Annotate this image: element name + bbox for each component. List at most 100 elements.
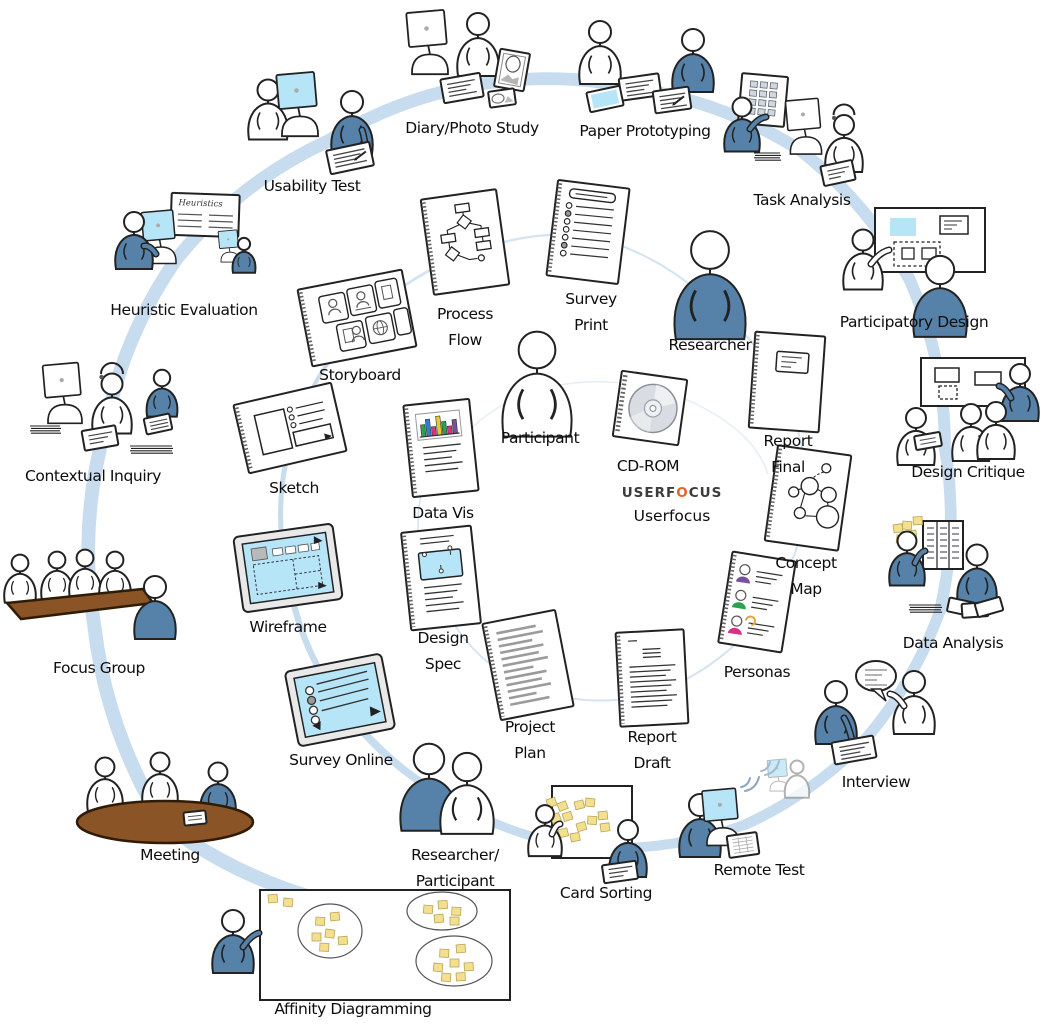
sticky-note-icon	[315, 916, 326, 927]
report-final-label: Final	[771, 458, 805, 476]
paper-prototyping-label: Paper Prototyping	[579, 122, 710, 140]
paper-stack-icon	[130, 445, 173, 454]
process-flow-label: Flow	[448, 331, 483, 349]
imac-icon	[275, 71, 319, 138]
apple-logo-icon	[717, 802, 722, 807]
speech-bubble-icon	[855, 660, 897, 702]
node-focus-group	[3, 548, 177, 640]
sticky-note-icon	[573, 799, 586, 811]
report-final-label: Report	[764, 432, 813, 450]
sticky-note-icon	[449, 916, 460, 926]
sticky-note-icon	[449, 958, 460, 968]
node-report-draft	[614, 628, 690, 728]
usability-test-label: Usability Test	[264, 177, 361, 195]
interview-label: Interview	[842, 773, 911, 791]
headset-icon	[99, 374, 104, 380]
diary-photo-study-label: Diary/Photo Study	[405, 119, 539, 137]
paper-stack-icon	[909, 604, 942, 613]
node-personas	[717, 550, 797, 654]
paper-stack-icon	[30, 425, 61, 434]
meeting-label: Meeting	[140, 846, 200, 864]
node-diary-photo-study	[405, 9, 531, 109]
survey-print-label: Survey	[565, 290, 617, 308]
userfocus-wordmark: USERFOCUS	[622, 485, 723, 501]
imac-icon	[217, 229, 240, 263]
apple-logo-icon	[227, 238, 230, 241]
sticky-note-icon	[282, 897, 294, 908]
data-analysis-label: Data Analysis	[903, 634, 1004, 652]
node-wireframe	[232, 523, 344, 613]
researcher-participant-label: Researcher/	[411, 846, 500, 864]
apple-logo-icon	[156, 223, 160, 228]
participatory-design-label: Participatory Design	[840, 313, 989, 331]
node-project-plan	[481, 609, 575, 721]
sticky-note-icon	[267, 893, 279, 904]
node-storyboard	[296, 268, 418, 368]
sticky-note-icon	[912, 515, 923, 526]
sticky-note-icon	[455, 972, 466, 982]
sticky-note-icon	[455, 943, 467, 954]
node-researcher-participant	[399, 742, 495, 835]
sticky-note-icon	[433, 913, 445, 924]
researcher-participant-label: Participant	[416, 872, 495, 890]
wifi-icon	[740, 776, 760, 792]
sticky-note-icon	[556, 800, 569, 812]
design-spec-label: Spec	[425, 655, 461, 673]
imac-icon	[41, 361, 83, 425]
heuristic-evaluation-label: Heuristic Evaluation	[110, 301, 257, 319]
apple-logo-icon	[294, 88, 299, 93]
node-paper-prototyping	[578, 19, 715, 115]
survey-print-label: Print	[574, 316, 608, 334]
data-vis-label: Data Vis	[412, 504, 474, 522]
node-participant	[501, 330, 573, 438]
affinity-diagramming-label: Affinity Diagramming	[274, 1000, 431, 1018]
sticky-note-icon	[463, 961, 474, 972]
storyboard-label: Storyboard	[319, 366, 401, 384]
headset-icon	[831, 115, 837, 120]
sticky-note-icon	[587, 815, 598, 826]
concept-map-label: Map	[790, 580, 822, 598]
sticky-note-icon	[575, 821, 588, 833]
sticky-note-icon	[319, 942, 330, 952]
imac-icon	[405, 9, 449, 76]
process-flow-label: Process	[437, 305, 493, 323]
project-plan-label: Project	[505, 718, 556, 736]
remote-test-label: Remote Test	[714, 861, 805, 879]
node-interview	[814, 660, 936, 766]
diagram-nodes: Heuristics	[3, 9, 1040, 1001]
card-sorting-label: Card Sorting	[560, 884, 652, 902]
node-sketch	[232, 381, 348, 475]
node-usability-test	[247, 71, 375, 176]
concept-map-label: Concept	[775, 554, 837, 572]
sticky-note-icon	[311, 932, 322, 942]
sticky-note-icon	[597, 810, 609, 821]
node-participatory-design	[842, 207, 986, 338]
node-report-final	[747, 330, 827, 434]
apple-logo-icon	[801, 112, 805, 117]
table-icon	[75, 799, 255, 845]
apple-logo-icon	[424, 26, 429, 31]
node-task-analysis	[723, 72, 864, 187]
node-researcher	[673, 230, 747, 341]
sticky-note-icon	[324, 928, 336, 939]
node-card-sorting	[527, 785, 648, 885]
pen-icon	[672, 95, 685, 106]
pen-icon	[353, 150, 367, 161]
node-heuristic-evaluation: Heuristics	[114, 191, 257, 274]
node-remote-test	[678, 758, 811, 859]
tablet-icon	[284, 653, 396, 747]
node-process-flow	[419, 188, 511, 296]
imac-icon	[784, 97, 823, 155]
task-analysis-label: Task Analysis	[752, 191, 850, 209]
node-meeting	[75, 751, 255, 845]
heuristics-card-title: Heuristics	[177, 198, 223, 210]
apple-logo-icon	[59, 378, 64, 383]
personas-label: Personas	[724, 663, 791, 681]
wireframe-label: Wireframe	[249, 618, 326, 636]
sticky-note-icon	[892, 523, 904, 534]
cd-rom-label: CD-ROM	[617, 457, 679, 475]
sticky-note-icon	[437, 899, 448, 910]
contextual-inquiry-label: Contextual Inquiry	[25, 467, 161, 485]
